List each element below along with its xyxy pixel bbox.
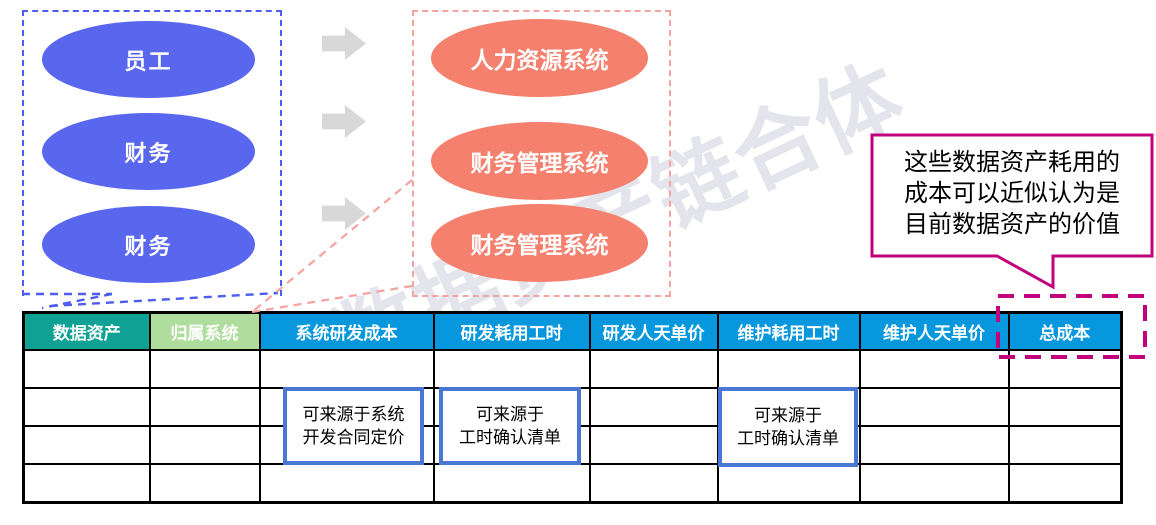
table-note-maint-hours: 可来源于 工时确认清单 [718, 387, 858, 467]
empty-cell [22, 463, 151, 504]
empty-cell [258, 463, 435, 504]
systems-group-box [412, 10, 671, 297]
column-header-dev-cost: 系统研发成本 [258, 311, 435, 351]
value-callout-line: 成本可以近似认为是 [904, 180, 1120, 207]
table-row [22, 349, 1123, 389]
empty-cell [858, 425, 1010, 465]
table-header-row: 数据资产 归属系统 系统研发成本 研发耗用工时 研发人天单价 维护耗用工时 维护… [22, 311, 1123, 351]
data-asset-label: 员工 [124, 48, 173, 74]
empty-cell [258, 349, 435, 389]
column-header-dev-hours: 研发耗用工时 [432, 311, 591, 351]
note-line: 工时确认清单 [737, 429, 839, 448]
note-line: 可来源于 [754, 406, 822, 425]
empty-cell [588, 387, 719, 427]
empty-cell [148, 349, 261, 389]
column-header-total-cost: 总成本 [1007, 311, 1123, 351]
data-asset-ellipse: 员工 [42, 21, 255, 98]
table-note-dev-hours: 可来源于 工时确认清单 [439, 387, 581, 465]
empty-cell [22, 349, 151, 389]
note-line: 可来源于系统 [302, 405, 405, 424]
system-ellipse: 财务管理系统 [431, 204, 648, 282]
system-label: 人力资源系统 [470, 47, 609, 73]
empty-cell [858, 349, 1010, 389]
empty-cell [148, 425, 261, 465]
column-header-owning-system: 归属系统 [148, 311, 261, 351]
data-asset-ellipse: 财务 [42, 113, 255, 190]
note-line: 开发合同定价 [302, 428, 405, 447]
data-asset-ellipse: 财务 [42, 206, 255, 283]
system-label: 财务管理系统 [470, 150, 609, 176]
empty-cell [858, 387, 1010, 427]
note-line: 可来源于 [476, 405, 544, 424]
arrow-right-icon [322, 27, 366, 60]
empty-cell [1007, 387, 1123, 427]
empty-cell [432, 349, 591, 389]
system-ellipse: 财务管理系统 [431, 122, 648, 200]
arrow-right-icon [322, 197, 366, 230]
column-header-maint-hours: 维护耗用工时 [716, 311, 861, 351]
column-header-data-asset: 数据资产 [22, 311, 151, 351]
column-header-maint-day-rate: 维护人天单价 [858, 311, 1010, 351]
empty-cell [588, 425, 719, 465]
empty-cell [1007, 349, 1123, 389]
empty-cell [148, 463, 261, 504]
data-asset-label: 财务 [124, 233, 173, 259]
empty-cell [588, 463, 719, 504]
value-callout-text: 这些数据资产耗用的 成本可以近似认为是 目前数据资产的价值 [876, 147, 1148, 240]
empty-cell [858, 463, 1010, 504]
empty-cell [716, 463, 861, 504]
data-assets-group-box [22, 10, 282, 296]
data-asset-label: 财务 [124, 140, 173, 166]
table-row [22, 463, 1123, 504]
empty-cell [588, 349, 719, 389]
empty-cell [1007, 425, 1123, 465]
empty-cell [148, 387, 261, 427]
empty-cell [1007, 463, 1123, 504]
system-label: 财务管理系统 [470, 232, 609, 258]
empty-cell [432, 463, 591, 504]
table-note-dev-cost: 可来源于系统 开发合同定价 [283, 387, 424, 465]
arrow-right-icon [322, 105, 366, 138]
note-line: 工时确认清单 [459, 428, 561, 447]
system-ellipse: 人力资源系统 [431, 19, 648, 97]
empty-cell [22, 387, 151, 427]
column-header-dev-day-rate: 研发人天单价 [588, 311, 719, 351]
empty-cell [716, 349, 861, 389]
value-callout-line: 这些数据资产耗用的 [904, 149, 1120, 176]
value-callout-line: 目前数据资产的价值 [904, 211, 1120, 238]
empty-cell [22, 425, 151, 465]
